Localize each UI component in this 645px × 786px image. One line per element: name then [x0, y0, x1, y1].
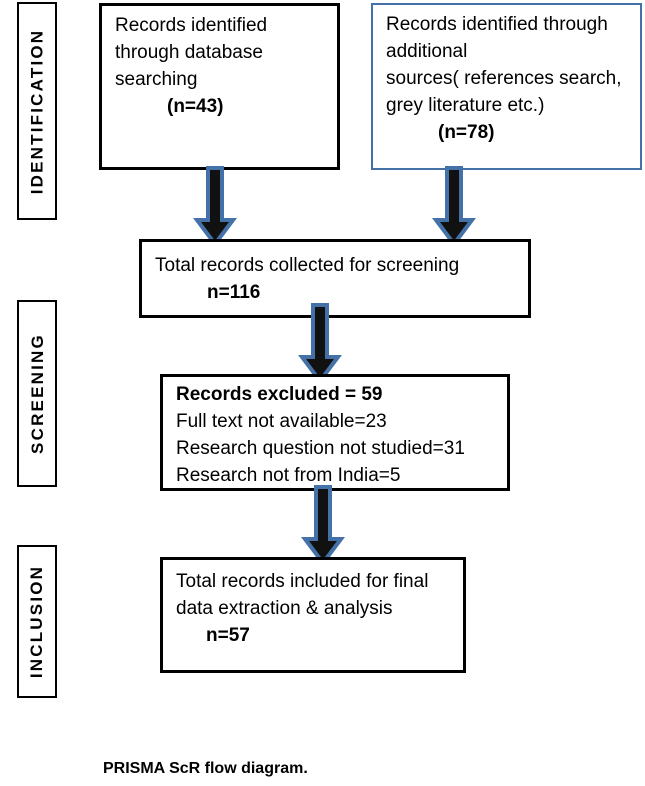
- box-records-excluded-reason-1: Full text not available=23: [176, 410, 387, 432]
- box-records-excluded-reason-3: Research not from India=5: [176, 464, 401, 486]
- box-database-records-line-2: through database: [115, 41, 263, 63]
- stage-label-inclusion: INCLUSION: [17, 545, 57, 698]
- stage-label-screening-text: SCREENING: [27, 333, 47, 454]
- box-total-collected-line-1: Total records collected for screening: [155, 255, 460, 276]
- arrow-total-to-excluded: [298, 303, 342, 385]
- down-arrow-icon: [193, 166, 237, 248]
- box-records-included-line-2: data extraction & analysis: [176, 597, 393, 619]
- box-records-included-line-1: Total records included for final: [176, 571, 429, 592]
- box-database-records-line-3: searching: [115, 68, 198, 90]
- down-arrow-icon: [432, 166, 476, 248]
- box-database-records-count: (n=43): [167, 95, 224, 117]
- stage-label-inclusion-text: INCLUSION: [27, 564, 47, 679]
- down-arrow-icon: [298, 303, 342, 385]
- box-additional-records-line-4: grey literature etc.): [386, 94, 545, 116]
- box-additional-records-count: (n=78): [438, 121, 495, 143]
- box-records-excluded-reason-2: Research question not studied=31: [176, 437, 465, 459]
- box-records-excluded: Records excluded = 59 Full text not avai…: [160, 374, 510, 491]
- box-records-included-count: n=57: [206, 624, 250, 646]
- stage-label-screening: SCREENING: [17, 300, 57, 487]
- box-records-included: Total records included for final data ex…: [160, 557, 466, 673]
- stage-label-identification: IDENTIFICATION: [17, 2, 57, 220]
- arrow-database-to-total: [193, 166, 237, 248]
- diagram-caption: PRISMA ScR flow diagram.: [103, 760, 308, 777]
- box-total-collected: Total records collected for screening n=…: [139, 239, 531, 318]
- arrow-excluded-to-included: [301, 485, 345, 567]
- box-database-records: Records identified through database sear…: [99, 3, 340, 170]
- box-additional-records-line-3: sources( references search,: [386, 67, 622, 89]
- box-additional-records-line-1: Records identified through: [386, 14, 608, 35]
- box-total-collected-count: n=116: [207, 281, 261, 303]
- box-database-records-line-1: Records identified: [115, 15, 268, 36]
- box-additional-records-line-2: additional: [386, 40, 468, 62]
- stage-label-identification-text: IDENTIFICATION: [27, 28, 47, 194]
- down-arrow-icon: [301, 485, 345, 567]
- arrow-additional-to-total: [432, 166, 476, 248]
- box-records-excluded-heading: Records excluded = 59: [176, 384, 383, 405]
- box-additional-records: Records identified through additional so…: [371, 3, 642, 170]
